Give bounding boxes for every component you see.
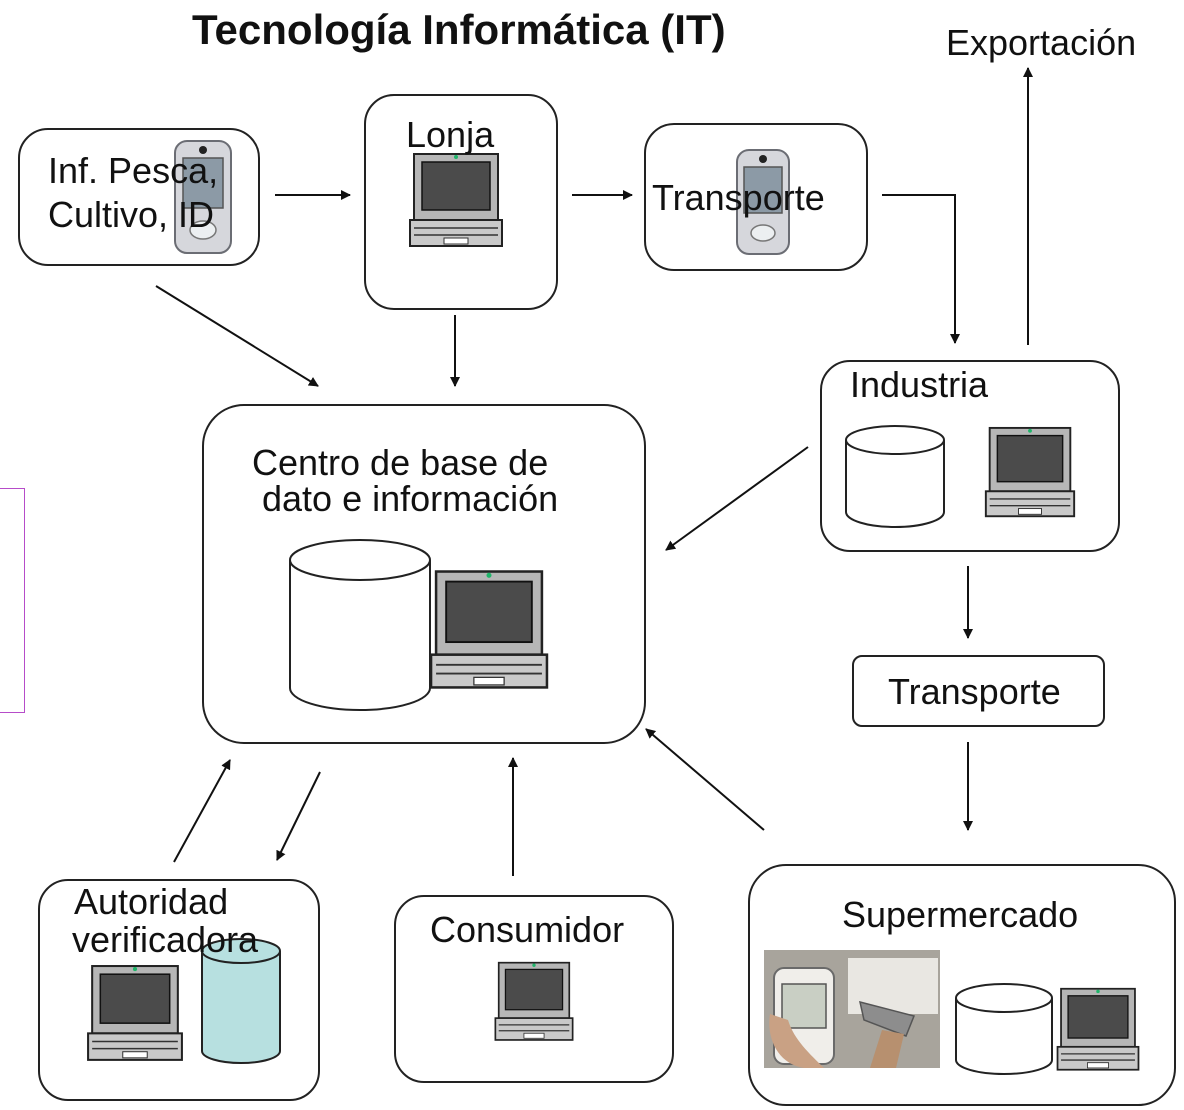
accent-frame	[0, 488, 25, 713]
pda-icon	[736, 149, 790, 255]
arrow-industria-to-centro	[665, 446, 809, 551]
laptop-icon	[87, 965, 183, 1061]
database-icon	[845, 425, 945, 528]
node-autoridad-label-2: verificadora	[72, 919, 259, 960]
node-transporte-2: Transporte	[852, 655, 1105, 727]
laptop-icon	[1056, 987, 1140, 1071]
node-pesca-label-2: Cultivo, ID	[48, 194, 215, 235]
node-industria-label: Industria	[850, 364, 989, 405]
laptop-icon	[494, 961, 574, 1041]
node-centro-label-1: Centro de base de	[252, 442, 549, 483]
exportacion-label: Exportación	[946, 22, 1137, 63]
arrow-pesca-to-centro	[155, 285, 319, 387]
arrow-autoridad-to-centro	[173, 759, 231, 863]
node-consumidor: Consumidor	[394, 895, 674, 1083]
node-transporte-1-label: Transporte	[652, 177, 825, 218]
arrow-centro-to-autoridad	[276, 771, 321, 861]
laptop-icon	[429, 570, 549, 689]
arrow-transporte-to-industria	[882, 194, 960, 344]
node-transporte-2-label: Transporte	[888, 671, 1061, 712]
barcode-scanner-photo	[764, 950, 940, 1068]
database-icon	[289, 539, 431, 711]
node-centro-label-2: dato e información	[262, 478, 559, 519]
database-icon	[201, 938, 281, 1064]
node-autoridad-label-1: Autoridad	[74, 881, 229, 922]
arrow-supermercado-to-centro	[645, 728, 765, 831]
node-centro: Centro de base de dato e información	[202, 404, 646, 744]
node-lonja-label: Lonja	[406, 114, 495, 155]
node-supermercado: Supermercado	[748, 864, 1176, 1106]
node-pesca: Inf. Pesca, Cultivo, ID	[18, 128, 260, 266]
node-transporte-1: Transporte	[644, 123, 868, 271]
diagram-title: Tecnología Informática (IT)	[192, 6, 726, 53]
node-autoridad: Autoridad verificadora	[38, 879, 320, 1101]
node-consumidor-label: Consumidor	[430, 909, 625, 950]
node-supermercado-label: Supermercado	[842, 894, 1079, 935]
database-icon	[955, 983, 1053, 1075]
node-industria: Industria	[820, 360, 1120, 552]
laptop-icon	[409, 153, 503, 247]
node-pesca-label-1: Inf. Pesca,	[48, 150, 219, 191]
pda-icon	[174, 140, 232, 254]
laptop-icon	[984, 426, 1076, 518]
node-lonja: Lonja	[364, 94, 558, 310]
